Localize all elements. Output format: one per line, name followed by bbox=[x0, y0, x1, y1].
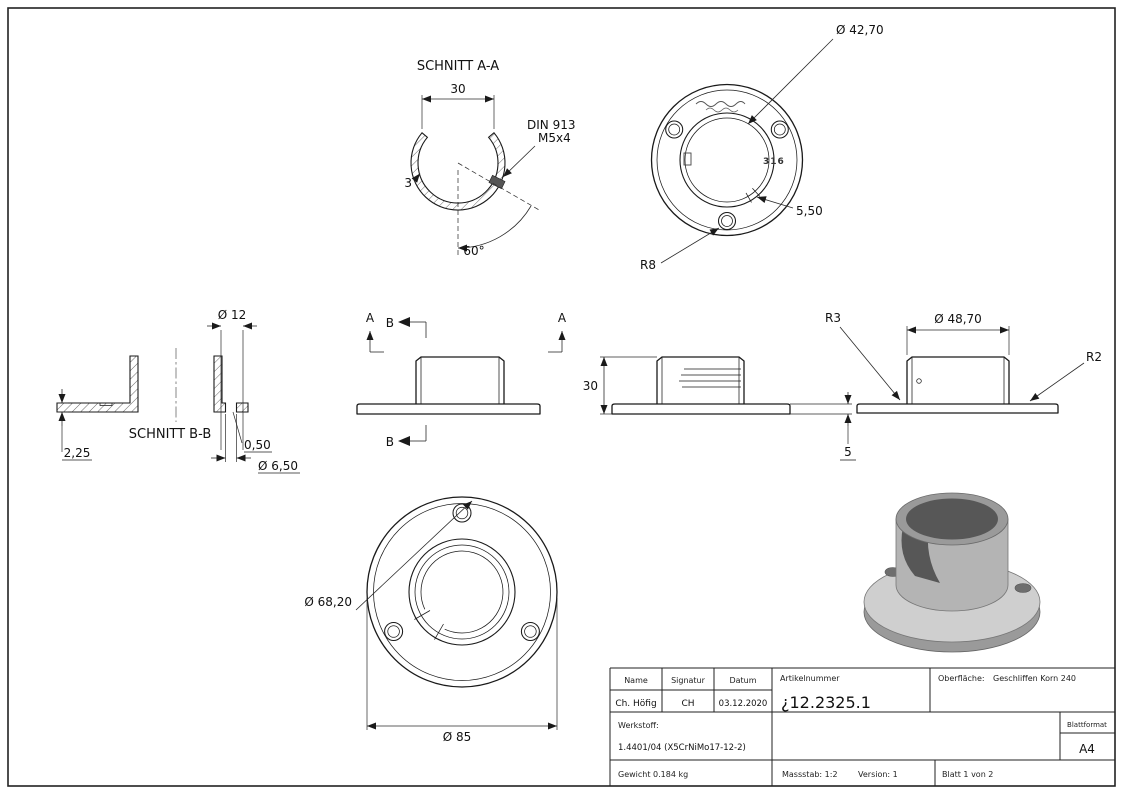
dim-outer-dia-label: Ø 85 bbox=[443, 730, 472, 744]
dim-wall-label: 3 bbox=[404, 176, 412, 190]
front-view: A A B B bbox=[356, 311, 567, 449]
section-aa-title: SCHNITT A-A bbox=[417, 59, 499, 74]
dim-r3-label: R3 bbox=[825, 311, 841, 325]
screw-hole bbox=[452, 503, 472, 523]
din-note-line1: DIN 913 bbox=[527, 118, 575, 132]
section-plate-edge bbox=[235, 402, 249, 413]
boss-outline bbox=[415, 356, 505, 404]
dim-r8-label: R8 bbox=[640, 258, 656, 272]
plate-outline bbox=[611, 403, 791, 415]
boss-bore bbox=[906, 498, 998, 540]
dim-slot-label: 5,50 bbox=[796, 204, 823, 218]
din-note-line2: M5x4 bbox=[538, 131, 571, 145]
set-screw bbox=[488, 174, 506, 190]
dim-angle-label: 60° bbox=[463, 244, 484, 258]
logo-mark bbox=[683, 152, 692, 166]
plate-outline bbox=[856, 403, 1059, 414]
bottom-view: Ø 68,20 Ø 85 bbox=[304, 496, 558, 744]
name-value: Ch. Höfig bbox=[615, 699, 656, 709]
boss-outline bbox=[906, 356, 1010, 404]
section-b-arrow bbox=[398, 436, 410, 446]
cut-a-label: A bbox=[366, 311, 375, 325]
artikelnummer-value: ¿12.2325.1 bbox=[781, 693, 871, 712]
dim-boss-dia-label: Ø 48,70 bbox=[934, 312, 982, 326]
dim-bore-label: Ø 42,70 bbox=[836, 23, 884, 37]
set-screw-hole-side bbox=[916, 378, 922, 384]
flange-hole bbox=[1014, 583, 1032, 593]
dim-depth-label: 0,50 bbox=[244, 438, 271, 452]
datum-value: 03.12.2020 bbox=[719, 699, 768, 709]
cut-a-label: A bbox=[558, 311, 567, 325]
outer-circle bbox=[366, 496, 558, 688]
side-view: 30 5 bbox=[583, 356, 856, 461]
signatur-value: CH bbox=[681, 699, 694, 709]
section-bb-title: SCHNITT B-B bbox=[129, 427, 212, 442]
section-bb-view: Ø 12 Ø 6,50 0,50 2,25 SCHNITT B-B bbox=[56, 308, 300, 474]
title-block: Name Signatur Datum Ch. Höfig CH 03.12.2… bbox=[609, 667, 1115, 786]
screw-hole bbox=[717, 211, 737, 231]
section-b-arrow bbox=[398, 317, 410, 327]
plate-outline bbox=[356, 403, 541, 415]
dim-counterbore-label: Ø 12 bbox=[218, 308, 247, 322]
screw-hole bbox=[384, 621, 404, 642]
werkstoff-value: 1.4401/04 (X5CrNiMo17-12-2) bbox=[618, 743, 746, 753]
dim-height-label: 30 bbox=[583, 379, 598, 393]
blattformat-label: Blattformat bbox=[1067, 721, 1107, 729]
gewicht-value: Gewicht 0.184 kg bbox=[618, 770, 688, 779]
section-right-wall bbox=[213, 355, 227, 413]
page-border bbox=[7, 7, 1116, 787]
outer-circle bbox=[650, 83, 804, 237]
oberflaeche-label: Oberfläche: bbox=[938, 674, 985, 683]
werkstoff-label: Werkstoff: bbox=[618, 721, 659, 730]
render-3d-view bbox=[863, 492, 1041, 653]
dim-bolt-circle-label: Ø 68,20 bbox=[304, 595, 352, 609]
slot-cutaway bbox=[901, 524, 940, 583]
massstab-value: Massstab: 1:2 bbox=[782, 770, 838, 779]
dim-r2-label: R2 bbox=[1086, 350, 1102, 364]
top-view: 316 Ø 42,70 5,50 R8 bbox=[640, 23, 884, 272]
cut-b-label: B bbox=[386, 316, 394, 330]
section-aa-view: SCHNITT A-A 30 DIN 913 M5x4 3 60° bbox=[404, 59, 575, 258]
version-value: Version: 1 bbox=[858, 770, 898, 779]
material-marking: 316 bbox=[763, 157, 785, 167]
blattformat-value: A4 bbox=[1079, 742, 1095, 756]
col-datum: Datum bbox=[729, 676, 756, 685]
artikelnummer-label: Artikelnummer bbox=[780, 674, 840, 683]
col-signatur: Signatur bbox=[671, 676, 706, 685]
boss-outline bbox=[656, 356, 745, 404]
dim-hole-label: Ø 6,50 bbox=[258, 459, 298, 473]
dim-edge-label: 2,25 bbox=[64, 446, 91, 460]
screw-hole bbox=[665, 120, 684, 139]
col-name: Name bbox=[624, 676, 648, 685]
cut-b-label: B bbox=[386, 435, 394, 449]
screw-hole bbox=[520, 621, 540, 642]
oberflaeche-value: Geschliffen Korn 240 bbox=[993, 674, 1076, 683]
dim-base-label: 5 bbox=[844, 445, 852, 459]
section-left-wall bbox=[56, 355, 139, 413]
ring-section bbox=[410, 132, 506, 211]
side-view-right: Ø 48,70 R3 R2 bbox=[825, 311, 1102, 414]
blatt-value: Blatt 1 von 2 bbox=[942, 770, 993, 779]
engraving-mark bbox=[695, 101, 746, 107]
dim-slot-width-label: 30 bbox=[450, 82, 465, 96]
screw-hole bbox=[770, 120, 789, 139]
